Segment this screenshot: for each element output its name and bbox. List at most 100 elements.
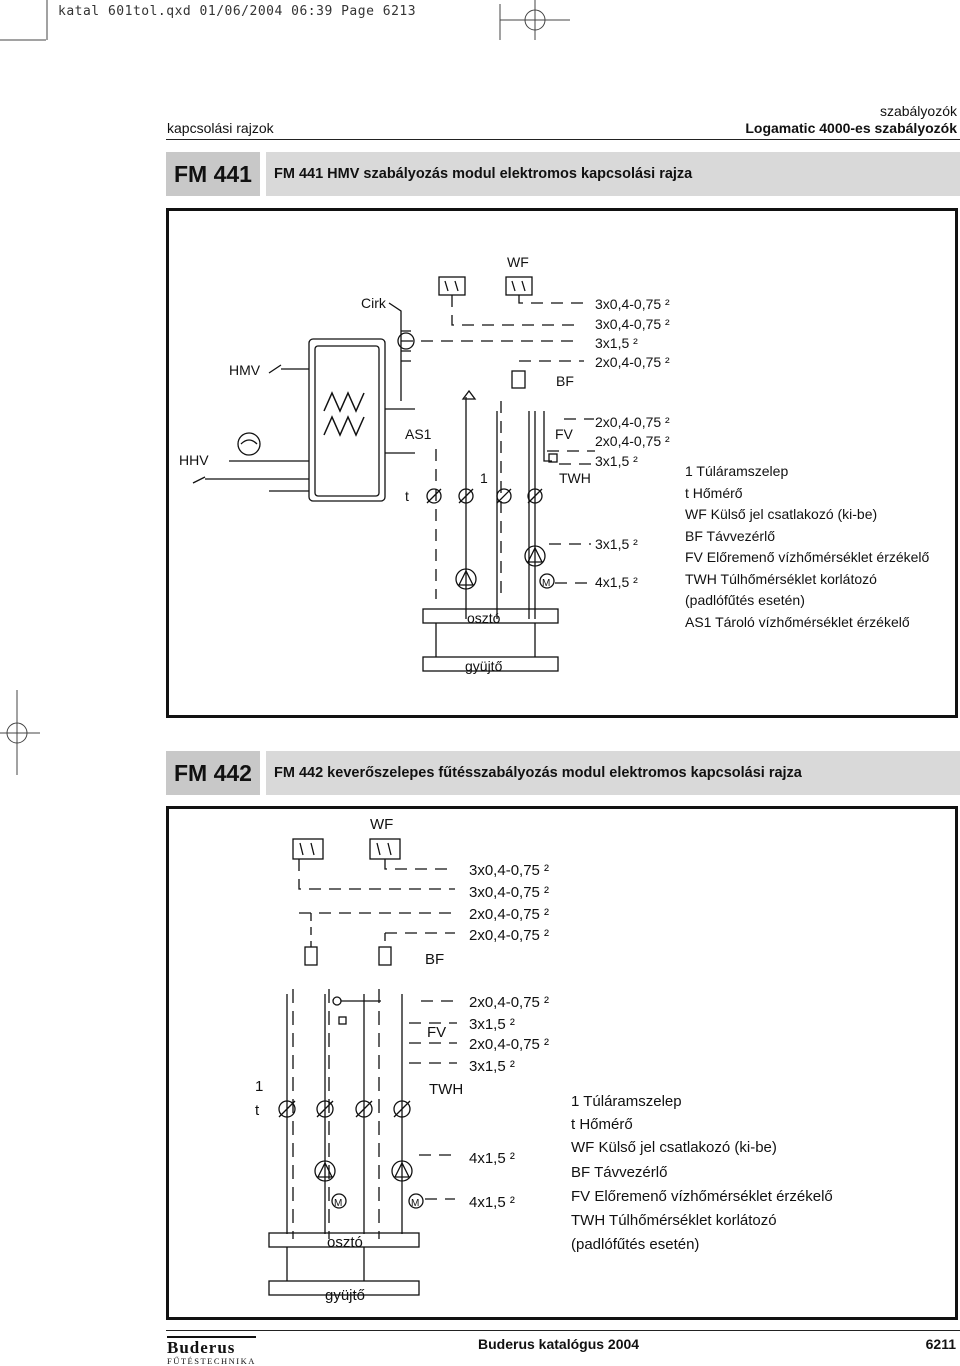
legend-item: BF Távvezérlő (685, 528, 775, 544)
cable-label: 3x1,5 ² (595, 536, 638, 552)
label-fv: FV (427, 1024, 446, 1041)
cable-label: 3x0,4-0,75 ² (595, 316, 670, 332)
label-hhv: HHV (179, 452, 209, 468)
footer-catalog: Buderus katalógus 2004 (478, 1336, 640, 1352)
cable-label: 3x1,5 ² (595, 453, 638, 469)
cable-label: 2x0,4-0,75 ² (469, 1036, 549, 1053)
heating-pump-icon (314, 1160, 336, 1182)
label-1: 1 (480, 470, 488, 486)
cable-label: 4x1,5 ² (469, 1150, 515, 1167)
distribution-manifold (268, 1232, 420, 1248)
mixer-motor-icon (539, 573, 555, 589)
cable-label: 4x1,5 ² (469, 1194, 515, 1211)
hmv-storage-tank (308, 338, 386, 502)
header-rule (166, 139, 960, 140)
label-hmv: HMV (229, 362, 261, 378)
label-oszto: osztó (467, 610, 501, 626)
label-gyujto: gyüjtő (465, 658, 503, 674)
cable-label: 3x0,4-0,75 ² (469, 862, 549, 879)
section-code: FM 441 (166, 152, 260, 196)
section-title: FM 442 keverőszelepes fűtésszabályozás m… (274, 765, 802, 781)
expansion-vessel-icon (237, 432, 261, 456)
mixer-motor-icon (331, 1193, 347, 1209)
label-bf: BF (425, 951, 444, 968)
legend-item: (padlófűtés esetén) (685, 592, 805, 608)
heating-pump-icon (455, 568, 477, 590)
cable-label: 3x1,5 ² (595, 335, 638, 351)
brand-subtitle: FŰTÉSTECHNIKA (167, 1356, 256, 1366)
label-twh: TWH (559, 470, 591, 486)
legend-item: TWH Túlhőmérséklet korlátozó (685, 571, 877, 587)
cable-label: 3x0,4-0,75 ² (595, 296, 670, 312)
cable-label: 2x0,4-0,75 ² (469, 994, 549, 1011)
label-cirk: Cirk (361, 295, 387, 311)
label-fv: FV (555, 426, 574, 442)
fm442-schematic: WF 3x0,4-0,75 ² 3x0,4-0,75 ² 2x0,4-0,75 … (255, 816, 833, 1304)
label-m: M (334, 1198, 342, 1209)
legend-fm442: 1 Túláramszelep t Hőmérő WF Külső jel cs… (571, 1093, 833, 1253)
page-number: 6211 (925, 1336, 956, 1352)
legend-item: 1 Túláramszelep (571, 1093, 682, 1110)
label-1: 1 (255, 1078, 263, 1095)
collector-manifold (422, 656, 559, 672)
label-oszto: osztó (327, 1234, 363, 1251)
distribution-manifold (422, 608, 559, 624)
cable-label: 2x0,4-0,75 ² (595, 433, 670, 449)
legend-item: 1 Túláramszelep (685, 463, 788, 479)
legend-item: FV Előremenő vízhőmérséklet érzékelő (685, 549, 930, 565)
cable-label: 2x0,4-0,75 ² (469, 927, 549, 944)
header-category: szabályozók (879, 103, 957, 119)
legend-item: t Hőmérő (571, 1116, 633, 1133)
wf-switch-1 (292, 838, 324, 860)
bf-remote-icon (304, 946, 318, 966)
heating-pump-icon (391, 1160, 413, 1182)
label-gyujto: gyüjtő (325, 1287, 365, 1304)
cable-label: 4x1,5 ² (595, 574, 638, 590)
footer-rule (166, 1330, 960, 1331)
bf-remote-icon (378, 946, 392, 966)
cable-label: 2x0,4-0,75 ² (595, 414, 670, 430)
label-t: t (255, 1102, 260, 1119)
legend-item: FV Előremenő vízhőmérséklet érzékelő (571, 1188, 833, 1205)
label-wf: WF (507, 254, 529, 270)
wiring-diagram-fm442: WF 3x0,4-0,75 ² 3x0,4-0,75 ² 2x0,4-0,75 … (166, 806, 958, 1320)
label-wf: WF (370, 816, 393, 833)
legend-fm441: 1 Túláramszelep t Hőmérő WF Külső jel cs… (685, 463, 930, 630)
cable-label: 3x0,4-0,75 ² (469, 884, 549, 901)
cable-label: 2x0,4-0,75 ² (595, 354, 670, 370)
header-section-label: kapcsolási rajzok (167, 120, 274, 136)
section-band-fm441: FM 441 FM 441 HMV szabályozás modul elek… (166, 152, 960, 196)
legend-item: AS1 Tároló vízhőmérséklet érzékelő (685, 614, 910, 630)
label-m: M (542, 578, 550, 589)
buderus-logo: Buderus FŰTÉSTECHNIKA (167, 1336, 256, 1366)
label-m: M (411, 1198, 419, 1209)
legend-item: WF Külső jel csatlakozó (ki-be) (685, 506, 877, 522)
mixer-motor-icon (408, 1193, 424, 1209)
legend-item: WF Külső jel csatlakozó (ki-be) (571, 1139, 777, 1156)
header-product: Logamatic 4000-es szabályozók (745, 120, 957, 136)
print-slug: katal 601tol.qxd 01/06/2004 06:39 Page 6… (58, 4, 417, 19)
cable-label: 3x1,5 ² (469, 1058, 515, 1075)
wf-switch-1 (438, 276, 466, 296)
section-code: FM 442 (166, 751, 260, 795)
legend-item: (padlófűtés esetén) (571, 1236, 699, 1253)
legend-item: t Hőmérő (685, 485, 743, 501)
cable-label: 3x1,5 ² (469, 1016, 515, 1033)
wiring-diagram-fm441: WF 3x0,4-0,75 ² 3x0,4-0,75 ² 3x1,5 ² 2x0… (166, 208, 958, 718)
label-bf: BF (556, 373, 574, 389)
brand-name: Buderus (167, 1336, 256, 1356)
wf-switch-2 (505, 276, 533, 296)
label-as1: AS1 (405, 426, 432, 442)
collector-manifold (268, 1280, 420, 1296)
legend-item: TWH Túlhőmérséklet korlátozó (571, 1212, 777, 1229)
label-twh: TWH (429, 1081, 463, 1098)
label-t: t (405, 488, 409, 504)
fm441-schematic: WF 3x0,4-0,75 ² 3x0,4-0,75 ² 3x1,5 ² 2x0… (179, 254, 930, 674)
cirk-pump-icon (397, 332, 415, 350)
bf-remote-icon (511, 370, 526, 389)
section-band-fm442: FM 442 FM 442 keverőszelepes fűtésszabál… (166, 751, 960, 795)
cable-label: 2x0,4-0,75 ² (469, 906, 549, 923)
section-title: FM 441 HMV szabályozás modul elektromos … (274, 166, 693, 182)
mixing-pump-icon (524, 545, 546, 567)
